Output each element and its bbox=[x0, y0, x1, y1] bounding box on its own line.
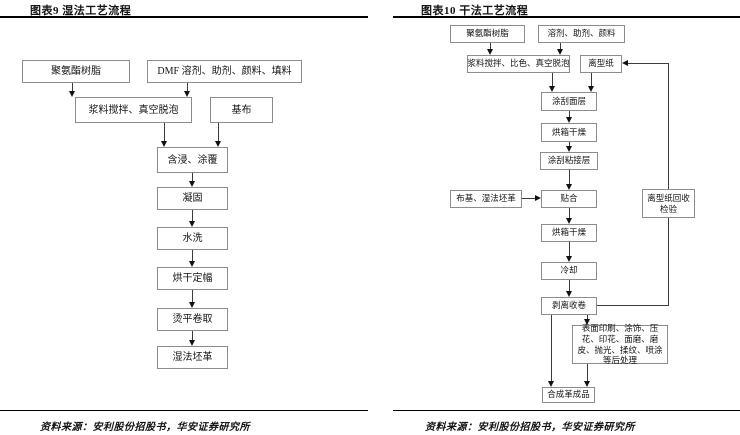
flow-arrowhead bbox=[549, 86, 555, 92]
flow-line bbox=[668, 218, 669, 306]
node-laminate: 贴合 bbox=[541, 190, 597, 208]
flow-line bbox=[569, 280, 570, 291]
flow-line bbox=[569, 208, 570, 218]
flow-arrowhead bbox=[566, 117, 572, 123]
flow-arrowhead bbox=[184, 91, 190, 97]
right-figure-title: 图表10 干法工艺流程 bbox=[421, 5, 529, 17]
flow-arrowhead bbox=[566, 218, 572, 224]
left-footer-rule bbox=[0, 410, 368, 411]
flow-arrowhead bbox=[548, 381, 554, 387]
flow-line bbox=[72, 83, 73, 91]
flow-line bbox=[569, 242, 570, 256]
flow-line bbox=[551, 315, 552, 381]
node-paper-recycle-check: 离型纸回收检验 bbox=[642, 189, 695, 218]
flow-line bbox=[597, 305, 669, 306]
left-header-rule bbox=[0, 16, 368, 18]
flow-arrowhead bbox=[487, 49, 493, 55]
flow-arrowhead bbox=[189, 302, 195, 308]
node-finished-product: 合成革成品 bbox=[542, 387, 595, 403]
flow-arrowhead bbox=[535, 195, 541, 201]
node-coat-top: 涂刮面层 bbox=[541, 92, 597, 111]
node-post-treatment: 表面印刷、涂饰、压花、印花、面磨、磨皮、抛光、揉纹、喷涂等后处理 bbox=[572, 323, 668, 365]
flow-line bbox=[490, 43, 491, 49]
node-solvent-mix: 溶剂、助剂、颜料 bbox=[538, 25, 625, 43]
node-pu-resin-dry: 聚氨酯树脂 bbox=[450, 25, 525, 43]
flow-line bbox=[552, 73, 553, 86]
flow-line bbox=[218, 123, 219, 141]
flow-arrowhead bbox=[189, 340, 195, 346]
flow-line bbox=[192, 290, 193, 302]
node-fabric-wet-crust: 布基、湿法坯革 bbox=[450, 190, 522, 208]
flow-arrowhead bbox=[588, 86, 594, 92]
right-source-note: 资料来源：安利股份招股书，华安证券研究所 bbox=[425, 422, 635, 433]
node-wet-crust: 湿法坯革 bbox=[157, 346, 228, 369]
flow-arrowhead bbox=[161, 141, 167, 147]
node-release-paper: 离型纸 bbox=[580, 55, 622, 73]
flow-line bbox=[192, 250, 193, 261]
flow-line bbox=[192, 173, 193, 181]
flow-arrowhead bbox=[189, 181, 195, 187]
flow-line bbox=[187, 83, 188, 91]
flow-arrowhead bbox=[566, 184, 572, 190]
flow-arrowhead bbox=[566, 291, 572, 297]
node-pu-resin: 聚氨酯树脂 bbox=[22, 60, 130, 83]
flow-arrowhead bbox=[584, 381, 590, 387]
left-source-note: 资料来源：安利股份招股书，华安证券研究所 bbox=[40, 422, 250, 433]
node-cool: 冷却 bbox=[541, 262, 597, 280]
node-wash: 水洗 bbox=[157, 227, 228, 250]
node-dmf-mix: DMF 溶剂、助剂、颜料、填料 bbox=[147, 60, 302, 83]
node-coat-adhesive: 涂刮粘接层 bbox=[540, 152, 598, 170]
node-coagulate: 凝固 bbox=[157, 187, 228, 210]
flow-arrowhead bbox=[566, 256, 572, 262]
flow-arrowhead bbox=[557, 49, 563, 55]
flow-arrowhead bbox=[566, 146, 572, 152]
flow-line bbox=[192, 210, 193, 221]
right-footer-rule bbox=[393, 410, 740, 411]
node-dry-set: 烘干定幅 bbox=[157, 267, 228, 290]
flow-line bbox=[569, 142, 570, 146]
flow-line bbox=[668, 63, 669, 189]
left-figure-title: 图表9 湿法工艺流程 bbox=[30, 5, 132, 17]
node-stir-color-defoam: 浆料搅拌、比色、真空脱泡 bbox=[467, 55, 570, 73]
flow-line bbox=[587, 364, 588, 381]
flow-line bbox=[560, 43, 561, 49]
flow-line bbox=[587, 315, 588, 319]
node-stir-defoam: 浆料搅拌、真空脱泡 bbox=[75, 97, 192, 123]
flow-line bbox=[628, 63, 669, 64]
node-impregnate-coat: 含浸、涂覆 bbox=[157, 147, 228, 173]
flow-arrowhead bbox=[584, 319, 590, 325]
flow-arrowhead bbox=[189, 221, 195, 227]
node-peel-wind: 剥离收卷 bbox=[541, 297, 597, 315]
node-base-fabric: 基布 bbox=[210, 97, 273, 123]
node-iron-wind: 烫平卷取 bbox=[157, 308, 228, 331]
flow-arrowhead bbox=[215, 141, 221, 147]
flow-line bbox=[164, 123, 165, 141]
flow-line bbox=[569, 111, 570, 117]
flow-line bbox=[569, 170, 570, 184]
flow-arrowhead bbox=[622, 60, 628, 66]
flow-line bbox=[192, 331, 193, 340]
flow-arrowhead bbox=[69, 91, 75, 97]
right-header-rule bbox=[393, 16, 740, 18]
flow-arrowhead bbox=[189, 261, 195, 267]
node-oven-dry-2: 烘箱干燥 bbox=[541, 224, 597, 242]
node-oven-dry-1: 烘箱干燥 bbox=[541, 123, 597, 142]
flow-line bbox=[591, 73, 592, 86]
flow-line bbox=[522, 198, 535, 199]
